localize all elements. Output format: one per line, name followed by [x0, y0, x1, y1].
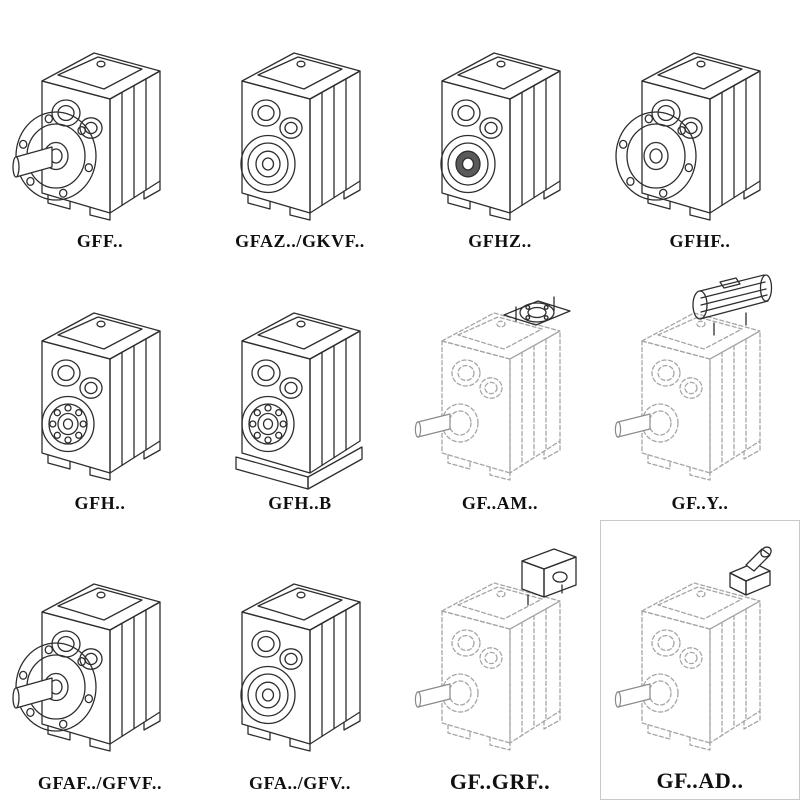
gearbox-shaft-mounted-base-drawing	[200, 260, 400, 492]
model-series-label: GF..AM..	[461, 493, 539, 513]
gearbox-cell: GFAZ../GKVF..	[200, 0, 400, 258]
gearbox-iec-adapter-flange-drawing	[400, 260, 600, 492]
gearbox-input-shaft-top-drawing	[601, 523, 799, 768]
gearbox-cell: GFH..	[0, 258, 200, 520]
gearbox-cell: GF..AD..	[600, 520, 800, 800]
gearbox-output-flange-shaft-drawing	[0, 2, 200, 230]
gearbox-flange-shaft-drawing	[0, 522, 200, 772]
gearbox-hollow-shrink-disc-drawing	[400, 2, 600, 230]
model-series-label: GFHZ..	[468, 231, 532, 251]
model-series-label: GFAZ../GKVF..	[235, 231, 365, 251]
gearbox-cell: GFHF..	[600, 0, 800, 258]
gearbox-shaft-mounted-drawing	[0, 260, 200, 492]
gearbox-cell: GF..GRF..	[400, 520, 600, 800]
gearbox-flange-mounted-drawing	[600, 2, 800, 230]
gearbox-cover-adapter-drawing	[400, 522, 600, 769]
model-series-label: GFHF..	[669, 231, 731, 251]
gearbox-cell: GFA../GFV..	[200, 520, 400, 800]
gearbox-cell: GFF..	[0, 0, 200, 258]
model-series-label: GFH..B	[268, 493, 332, 513]
gearbox-cell: GFAF../GFVF..	[0, 520, 200, 800]
gearbox-cell: GF..AM..	[400, 258, 600, 520]
gearbox-hollow-shaft-drawing	[200, 522, 400, 772]
model-series-label: GF..GRF..	[449, 769, 551, 794]
model-series-label: GFF..	[76, 231, 124, 251]
model-series-label: GF..AD..	[656, 768, 744, 793]
gearbox-hollow-shaft-drawing	[200, 2, 400, 230]
model-series-label: GF..Y..	[671, 493, 729, 513]
gearbox-with-motor-drawing	[600, 260, 800, 492]
gearbox-cell: GF..Y..	[600, 258, 800, 520]
gearbox-cell: GFHZ..	[400, 0, 600, 258]
gearbox-cell: GFH..B	[200, 258, 400, 520]
model-series-label: GFA../GFV..	[249, 773, 351, 793]
model-series-label: GFAF../GFVF..	[37, 773, 163, 793]
model-series-label: GFH..	[74, 493, 126, 513]
